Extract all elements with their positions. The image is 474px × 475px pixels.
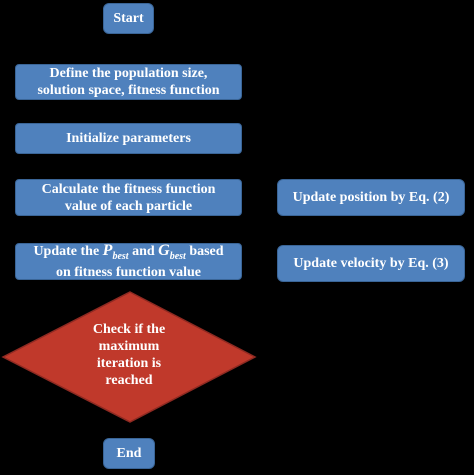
calculate-fitness-line1: Calculate the fitness function xyxy=(41,181,216,197)
calculate-fitness-text: Calculate the fitness function value of … xyxy=(42,181,216,215)
p-best-symbol: P xyxy=(102,241,113,259)
update-velocity-step: Update velocity by Eq. (3) xyxy=(277,245,465,282)
define-population-line2: solution space, fitness function xyxy=(37,83,220,98)
update-velocity-label: Update velocity by Eq. (3) xyxy=(293,256,449,271)
define-population-step: Define the population size, solution spa… xyxy=(15,64,242,100)
update-best-prefix: Update the xyxy=(33,243,103,259)
initialize-parameters-step: Initialize parameters xyxy=(15,123,242,154)
decision-line3: iteration is xyxy=(96,356,162,371)
calculate-fitness-line2: value of each particle xyxy=(64,198,193,214)
decision-line4: reached xyxy=(105,373,153,388)
define-population-text: Define the population size, solution spa… xyxy=(37,65,219,99)
update-best-text: Update the Pbest and Gbest based on fitn… xyxy=(33,242,223,282)
calculate-fitness-step: Calculate the fitness function value of … xyxy=(15,179,242,216)
update-best-suffix: based xyxy=(185,243,224,259)
update-position-step: Update position by Eq. (2) xyxy=(277,179,465,216)
update-best-line2: on fitness function value xyxy=(55,265,202,281)
g-best-symbol: G xyxy=(158,241,170,259)
p-best-subscript: best xyxy=(112,250,129,262)
initialize-parameters-label: Initialize parameters xyxy=(66,131,191,146)
end-label: End xyxy=(116,446,142,461)
decision-diamond xyxy=(1,291,257,423)
decision-line1: Check if the xyxy=(92,322,166,337)
start-terminal: Start xyxy=(103,3,154,34)
update-position-label: Update position by Eq. (2) xyxy=(292,190,450,205)
update-best-and: and xyxy=(128,243,159,259)
g-best-subscript: best xyxy=(169,250,186,262)
end-terminal: End xyxy=(103,438,155,469)
decision-line2: maximum xyxy=(98,339,160,354)
decision-text: Check if the maximum iteration is reache… xyxy=(66,321,192,391)
update-best-step: Update the Pbest and Gbest based on fitn… xyxy=(15,242,242,282)
define-population-line1: Define the population size, xyxy=(49,66,208,81)
start-label: Start xyxy=(113,11,144,26)
